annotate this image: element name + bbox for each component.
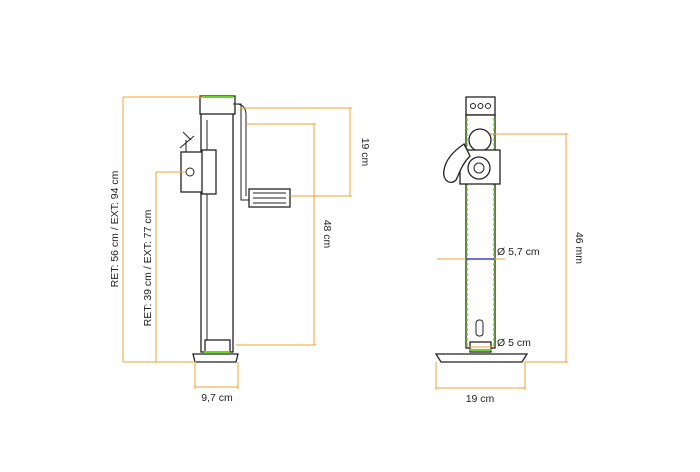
dim-inner-diameter: Ø 5 cm — [468, 337, 531, 349]
front-swivel-center — [473, 162, 485, 174]
dim-foot-width-front: 19 cm — [435, 362, 526, 405]
side-foot-plate — [192, 353, 239, 363]
front-upper-ring — [468, 128, 492, 152]
dim-outer-diameter: Ø 5,7 cm — [437, 246, 540, 260]
side-outer-tube — [200, 107, 234, 353]
front-tube-slot — [475, 319, 484, 337]
front-view-jack — [434, 96, 529, 363]
foot-width-front-label: 19 cm — [466, 393, 495, 405]
front-cap-hole — [485, 103, 491, 109]
dim-handle-to-base: 48 cm — [236, 123, 333, 346]
front-cap-hole — [470, 103, 476, 109]
inner-tube-diameter-label: Ø 5 cm — [497, 337, 531, 349]
handle-height-label: 19 cm — [359, 138, 371, 167]
front-cap-hole — [477, 103, 484, 109]
dim-side-lower: RET: 39 cm / EXT: 77 cm — [142, 171, 186, 362]
handle-to-base-label: 48 cm — [321, 220, 333, 249]
front-swivel-latch — [443, 143, 471, 184]
side-view-jack — [179, 95, 291, 363]
dim-foot-width-side: 9,7 cm — [194, 362, 239, 404]
side-bracket-plate — [201, 149, 217, 195]
side-lower-height-label: RET: 39 cm / EXT: 77 cm — [142, 209, 154, 326]
outer-tube-diameter-label: Ø 5,7 cm — [497, 246, 540, 258]
side-overall-height-label: RET: 56 cm / EXT: 94 cm — [109, 170, 121, 287]
foot-width-side-label: 9,7 cm — [201, 392, 233, 404]
dim-front-height: 46 mm — [490, 133, 585, 363]
dim-side-overall: RET: 56 cm / EXT: 94 cm — [109, 96, 203, 363]
side-inner-tube — [204, 339, 231, 353]
front-foot-plate — [434, 353, 529, 363]
front-height-label: 46 mm — [573, 232, 585, 264]
side-top-cap — [199, 95, 236, 115]
dim-handle-height: 19 cm — [240, 107, 371, 197]
front-swivel-disk — [467, 156, 491, 180]
side-swivel-pin — [179, 131, 195, 152]
side-crank-arm — [233, 103, 250, 201]
